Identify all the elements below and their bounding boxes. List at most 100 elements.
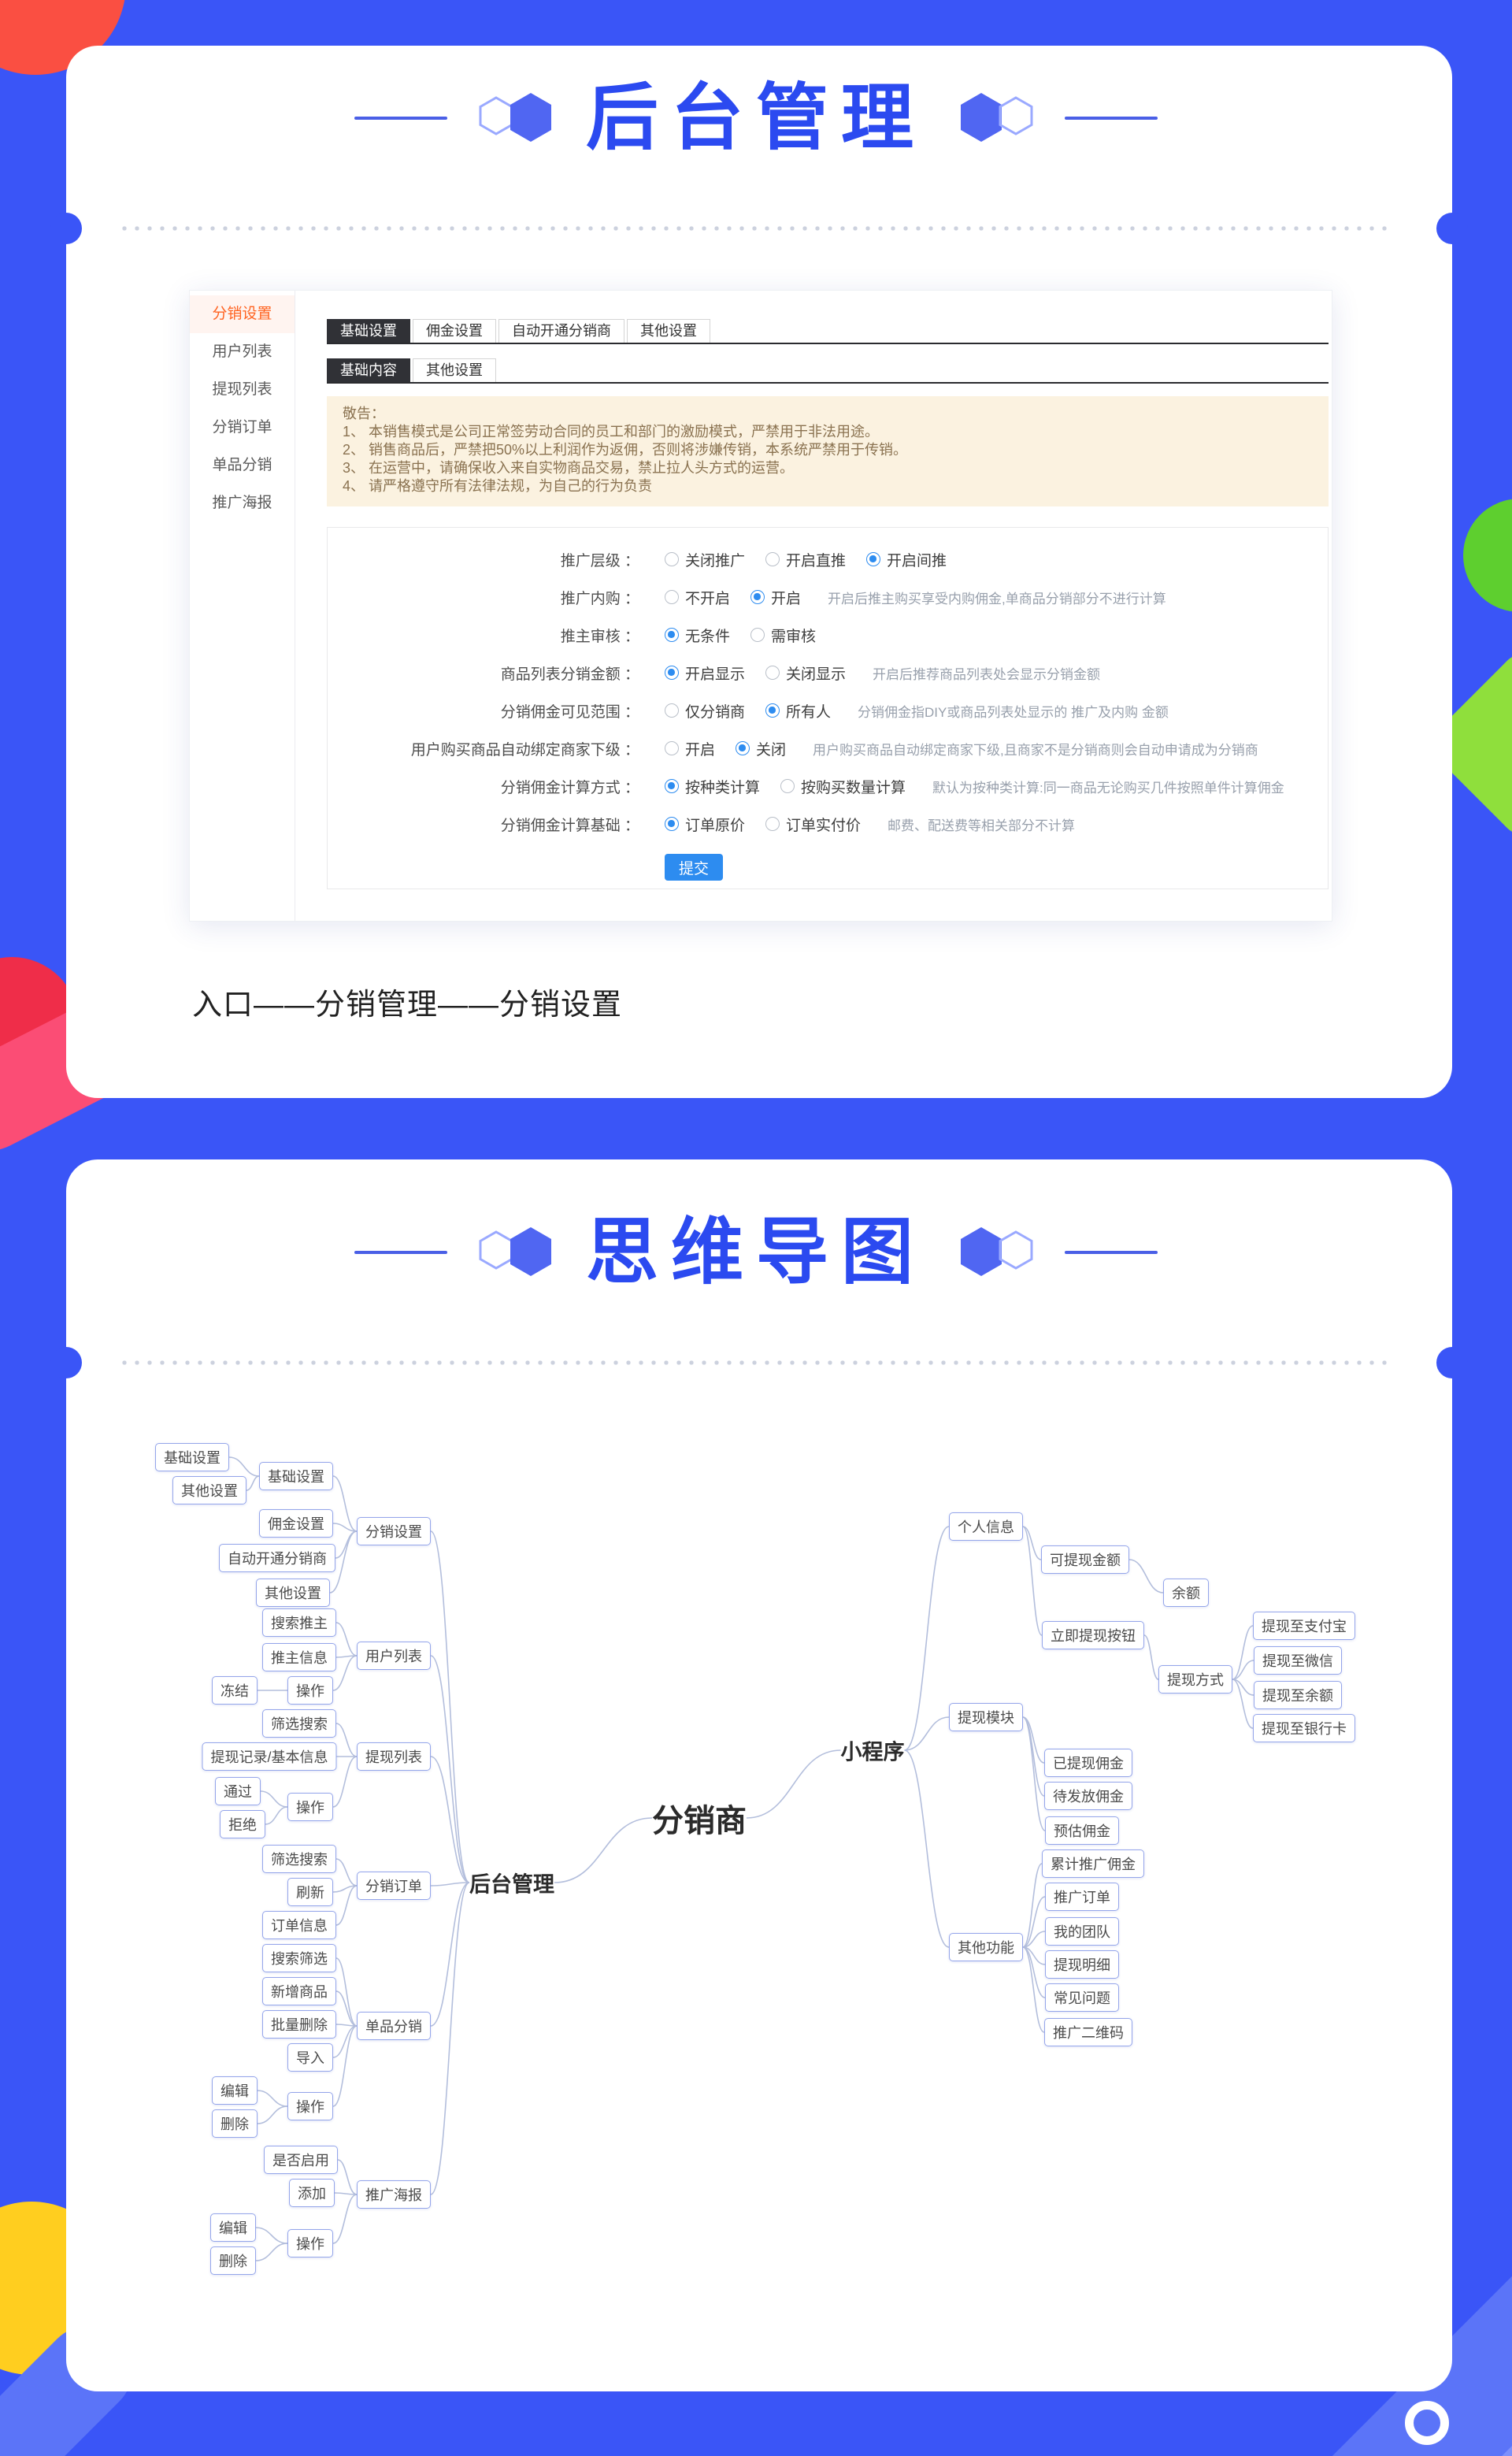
mindmap-node-czdp: 操作: [287, 2092, 333, 2120]
mindmap-edge: [260, 1790, 288, 1808]
radio-option-6-1[interactable]: 按购买数量计算: [780, 776, 906, 797]
mindmap-node-txjl: 提现记录/基本信息: [202, 1742, 337, 1771]
radio-option-0-2[interactable]: 开启间推: [866, 549, 947, 570]
mindmap-node-yjsz: 佣金设置: [259, 1509, 333, 1538]
section-title-backend: 后台管理: [0, 82, 1512, 154]
mindmap-edge: [1022, 1931, 1046, 1948]
sidebar-item-3[interactable]: 分销订单: [212, 419, 272, 436]
mindmap-node-tgewm: 推广二维码: [1044, 2018, 1132, 2046]
tab-primary-1[interactable]: 佣金设置: [413, 319, 496, 343]
mindmap-node-qtsz2: 其他设置: [172, 1476, 246, 1504]
mindmap-node-sc2: 删除: [210, 2246, 256, 2275]
mindmap-node-sx: 刷新: [287, 1878, 333, 1906]
radio-option-7-0[interactable]: 订单原价: [665, 814, 745, 835]
mindmap-node-bj2: 编辑: [210, 2213, 256, 2242]
tab-primary-3[interactable]: 其他设置: [627, 319, 710, 343]
sidebar-item-2[interactable]: 提现列表: [212, 381, 272, 398]
notch-left-2: [50, 1347, 82, 1378]
sidebar-item-4[interactable]: 单品分销: [212, 457, 272, 473]
radio-icon[interactable]: [765, 666, 780, 680]
radio-selected-icon[interactable]: [665, 817, 679, 831]
radio-option-1-1[interactable]: 开启: [750, 587, 801, 608]
radio-icon[interactable]: [665, 741, 679, 755]
hexagon-pair-right-icon: [961, 93, 1033, 142]
radio-label: 按购买数量计算: [801, 779, 906, 796]
mindmap-node-cjwt: 常见问题: [1045, 1983, 1119, 2012]
tab-primary-2[interactable]: 自动开通分销商: [498, 319, 624, 343]
mindmap-edge: [246, 1475, 260, 1491]
radio-label: 关闭显示: [786, 666, 847, 683]
radio-icon[interactable]: [665, 590, 679, 604]
mindmap-node-qtgn: 其他功能: [949, 1933, 1023, 1961]
radio-selected-icon[interactable]: [736, 741, 750, 755]
admin-screenshot: 分销设置用户列表提现列表分销订单单品分销推广海报 基础设置佣金设置自动开通分销商…: [189, 290, 1332, 922]
radio-selected-icon[interactable]: [665, 779, 679, 793]
radio-selected-icon[interactable]: [750, 590, 765, 604]
mindmap-node-xzsp: 新增商品: [262, 1977, 336, 2005]
mindmap-node-dr: 导入: [287, 2043, 333, 2072]
radio-option-0-0[interactable]: 关闭推广: [665, 549, 745, 570]
radio-icon[interactable]: [780, 779, 795, 793]
mindmap-edge: [332, 1756, 358, 1808]
radio-icon[interactable]: [750, 628, 765, 642]
tab-secondary-0[interactable]: 基础内容: [327, 358, 410, 382]
hexagon-pair-left-icon: [479, 93, 551, 142]
radio-option-7-1[interactable]: 订单实付价: [765, 814, 861, 835]
mindmap-edge: [335, 1530, 358, 1559]
sidebar-item-0[interactable]: 分销设置: [190, 295, 295, 333]
radio-icon[interactable]: [665, 552, 679, 566]
mindmap-node-ye2: 提现至余额: [1254, 1681, 1342, 1709]
tab-secondary-1[interactable]: 其他设置: [413, 358, 496, 382]
mindmap-node-dj: 冻结: [212, 1676, 258, 1705]
mindmap-edge: [335, 1622, 358, 1657]
mindmap-node-root: 分销商: [652, 1804, 747, 1838]
admin-sidebar: 分销设置用户列表提现列表分销订单单品分销推广海报: [190, 291, 295, 921]
mindmap-edge: [904, 1749, 950, 1948]
dotted-separator-1: [118, 226, 1394, 231]
radio-icon[interactable]: [665, 703, 679, 718]
radio-option-4-0[interactable]: 仅分销商: [665, 700, 745, 722]
tabs-primary: 基础设置佣金设置自动开通分销商其他设置: [327, 319, 1329, 344]
radio-option-3-0[interactable]: 开启显示: [665, 662, 745, 684]
mindmap-node-sfqy: 是否启用: [264, 2146, 338, 2174]
radio-selected-icon[interactable]: [665, 666, 679, 680]
notice-line-0: 1、 本销售模式是公司正常签劳动合同的员工和部门的激励模式，严禁用于非法用途。: [343, 424, 880, 440]
mindmap-node-fxsz: 分销设置: [357, 1517, 431, 1545]
radio-option-2-1[interactable]: 需审核: [750, 625, 816, 646]
radio-icon[interactable]: [765, 817, 780, 831]
submit-button[interactable]: 提交: [665, 854, 723, 881]
radio-option-0-1[interactable]: 开启直推: [765, 549, 846, 570]
radio-option-5-0[interactable]: 开启: [665, 738, 715, 759]
radio-option-5-1[interactable]: 关闭: [736, 738, 786, 759]
form-row-hint: 开启后推主购买享受内购佣金,单商品分销部分不进行计算: [828, 591, 1166, 607]
mindmap-edge: [335, 1858, 358, 1887]
sidebar-item-1[interactable]: 用户列表: [212, 343, 272, 360]
mindmap-node-czhb: 操作: [287, 2229, 333, 2258]
radio-group: 不开启开启: [665, 587, 801, 608]
radio-label: 关闭推广: [685, 552, 746, 569]
radio-selected-icon[interactable]: [866, 552, 881, 566]
radio-label: 开启间推: [887, 552, 947, 569]
radio-option-6-0[interactable]: 按种类计算: [665, 776, 760, 797]
mindmap-edge: [1022, 1716, 1045, 1797]
mindmap-edge: [430, 1756, 470, 1883]
radio-group: 关闭推广 开启直推 开启间推: [665, 549, 947, 570]
radio-selected-icon[interactable]: [665, 628, 679, 642]
tab-primary-0[interactable]: 基础设置: [327, 319, 410, 343]
mindmap-node-zfb: 提现至支付宝: [1253, 1612, 1355, 1640]
mindmap-edge: [255, 2227, 288, 2244]
mindmap-edge: [430, 1882, 470, 2195]
radio-option-2-0[interactable]: 无条件: [665, 625, 730, 646]
radio-icon[interactable]: [765, 552, 780, 566]
notice-line-3: 4、 请严格遵守所有法律法规，为自己的行为负责: [343, 478, 653, 494]
radio-option-3-1[interactable]: 关闭显示: [765, 662, 846, 684]
mindmap-node-ddxx: 订单信息: [262, 1911, 336, 1939]
sidebar-item-5[interactable]: 推广海报: [212, 495, 272, 511]
radio-option-1-0[interactable]: 不开启: [665, 587, 730, 608]
form-row-3: 商品列表分销金额 ：开启显示关闭显示开启后推荐商品列表处会显示分销金额: [328, 654, 1328, 692]
mindmap-node-fxdd: 分销订单: [357, 1872, 431, 1900]
radio-group: 按种类计算 按购买数量计算: [665, 776, 906, 797]
radio-selected-icon[interactable]: [765, 703, 780, 718]
form-row-0: 推广层级 ：关闭推广开启直推开启间推: [328, 540, 1328, 578]
radio-option-4-1[interactable]: 所有人: [765, 700, 831, 722]
